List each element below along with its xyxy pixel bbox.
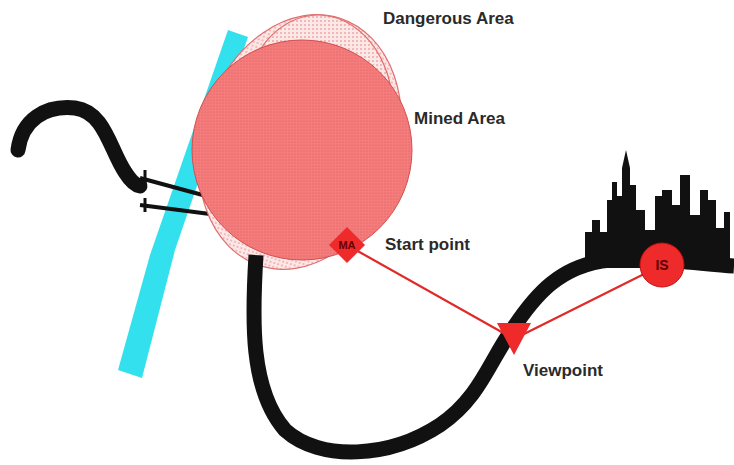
triangle-shape [497,323,531,355]
triangle-node: Viewpoint [497,323,531,355]
sight-line [358,251,504,333]
mined-area [192,40,412,260]
place-label: Viewpoint [523,361,603,381]
shape-code: IS [639,257,685,273]
area-label: Dangerous Area [383,9,514,29]
viewpoint-triangle [497,323,531,355]
road [18,108,140,186]
circle-node: IS [639,242,685,288]
shape-code: MA [329,239,365,251]
area-label: Mined Area [414,109,505,129]
diamond-node: MAStart point [329,227,365,263]
start-diamond [329,227,365,263]
sight-line [524,272,648,334]
place-label: Start point [385,235,470,255]
bridge [140,205,210,214]
target-circle [640,243,684,287]
